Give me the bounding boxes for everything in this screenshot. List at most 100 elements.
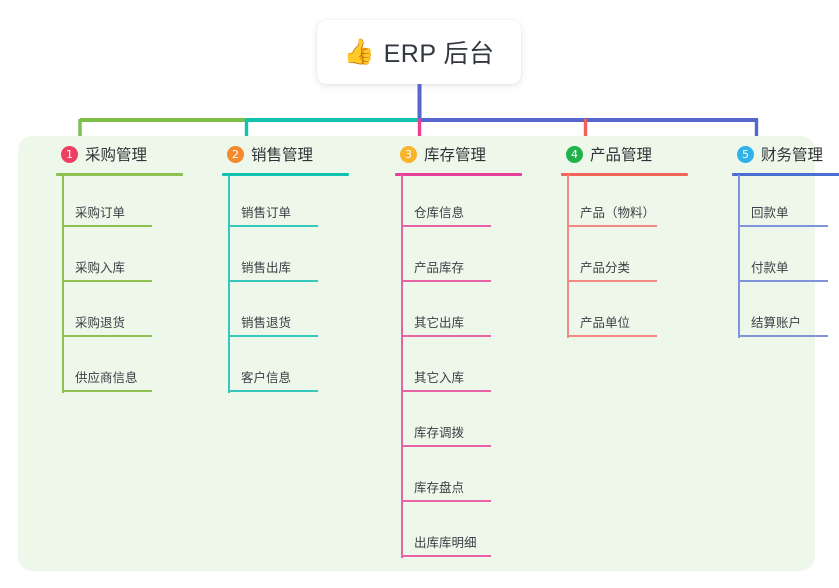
menu-item-underline xyxy=(567,335,657,337)
category-underline xyxy=(222,173,349,176)
category-underline xyxy=(56,173,183,176)
menu-item-label: 采购入库 xyxy=(75,261,126,275)
menu-item-underline xyxy=(401,280,491,282)
menu-item-label: 仓库信息 xyxy=(414,206,465,220)
category-underline xyxy=(395,173,522,176)
category-column-3: 3 库存管理仓库信息产品库存其它出库其它入库库存调拨库存盘点出库库明细 xyxy=(379,136,539,560)
menu-item[interactable]: 出库库明细 xyxy=(379,505,539,560)
menu-item-label: 销售退货 xyxy=(241,316,292,330)
menu-item-underline xyxy=(62,225,152,227)
category-underline xyxy=(732,173,839,176)
category-header-4[interactable]: 4 产品管理 xyxy=(545,136,705,176)
item-spine xyxy=(62,175,64,393)
category-item-list: 回款单付款单结算账户 xyxy=(716,175,839,340)
category-title: 财务管理 xyxy=(761,147,824,164)
menu-item[interactable]: 采购入库 xyxy=(40,230,200,285)
menu-item-underline xyxy=(228,390,318,392)
menu-item[interactable]: 采购退货 xyxy=(40,285,200,340)
category-title: 销售管理 xyxy=(251,147,314,164)
menu-item-underline xyxy=(62,390,152,392)
category-item-list: 销售订单销售出库销售退货客户信息 xyxy=(206,175,366,395)
menu-item-underline xyxy=(401,335,491,337)
menu-item-label: 库存调拨 xyxy=(414,426,465,440)
item-spine xyxy=(738,175,740,338)
category-header-2[interactable]: 2 销售管理 xyxy=(206,136,366,176)
menu-item-underline xyxy=(228,225,318,227)
menu-item-underline xyxy=(401,555,491,557)
menu-item-label: 采购订单 xyxy=(75,206,126,220)
category-header-3[interactable]: 3 库存管理 xyxy=(379,136,539,176)
menu-item-underline xyxy=(401,225,491,227)
menu-item-underline xyxy=(738,225,828,227)
item-spine xyxy=(567,175,569,338)
menu-item[interactable]: 销售订单 xyxy=(206,175,366,230)
menu-item[interactable]: 客户信息 xyxy=(206,340,366,395)
category-item-list: 仓库信息产品库存其它出库其它入库库存调拨库存盘点出库库明细 xyxy=(379,175,539,560)
category-title: 产品管理 xyxy=(590,147,653,164)
category-title: 库存管理 xyxy=(424,147,487,164)
category-item-list: 产品（物料） 产品分类产品单位 xyxy=(545,175,705,340)
menu-item-underline xyxy=(228,335,318,337)
item-spine xyxy=(228,175,230,393)
item-spine xyxy=(401,175,403,558)
menu-item-label: 产品分类 xyxy=(580,261,631,275)
menu-item-label: 销售出库 xyxy=(241,261,292,275)
category-column-5: 5 财务管理回款单付款单结算账户 xyxy=(716,136,839,340)
menu-item[interactable]: 库存盘点 xyxy=(379,450,539,505)
menu-item-underline xyxy=(738,280,828,282)
menu-item-underline xyxy=(62,280,152,282)
menu-item-underline xyxy=(567,280,657,282)
menu-item[interactable]: 产品（物料） xyxy=(545,175,705,230)
menu-item[interactable]: 回款单 xyxy=(716,175,839,230)
menu-item-underline xyxy=(401,500,491,502)
menu-item[interactable]: 产品库存 xyxy=(379,230,539,285)
category-column-2: 2 销售管理销售订单销售出库销售退货客户信息 xyxy=(206,136,366,395)
menu-item-label: 其它入库 xyxy=(414,371,465,385)
menu-item-label: 产品单位 xyxy=(580,316,631,330)
menu-item[interactable]: 库存调拨 xyxy=(379,395,539,450)
menu-item-label: 回款单 xyxy=(751,206,789,220)
menu-item-label: 客户信息 xyxy=(241,371,292,385)
menu-item[interactable]: 销售出库 xyxy=(206,230,366,285)
menu-item-underline xyxy=(567,225,657,227)
menu-item-label: 采购退货 xyxy=(75,316,126,330)
category-number-badge: 4 xyxy=(566,145,583,163)
root-node[interactable]: 👍 ERP 后台 xyxy=(317,20,521,84)
category-underline xyxy=(561,173,688,176)
menu-item-underline xyxy=(401,390,491,392)
menu-item-label: 库存盘点 xyxy=(414,481,465,495)
category-number-badge: 5 xyxy=(737,145,754,163)
category-number-badge: 1 xyxy=(61,145,78,163)
category-number-badge: 3 xyxy=(400,145,417,163)
menu-item-underline xyxy=(62,335,152,337)
menu-item[interactable]: 付款单 xyxy=(716,230,839,285)
menu-item[interactable]: 其它入库 xyxy=(379,340,539,395)
menu-item-label: 产品（物料） xyxy=(580,206,656,220)
menu-item-underline xyxy=(738,335,828,337)
menu-item-underline xyxy=(401,445,491,447)
menu-item-label: 出库库明细 xyxy=(414,536,477,550)
category-column-4: 4 产品管理产品（物料） 产品分类产品单位 xyxy=(545,136,705,340)
menu-item-underline xyxy=(228,280,318,282)
menu-item-label: 销售订单 xyxy=(241,206,292,220)
menu-item[interactable]: 采购订单 xyxy=(40,175,200,230)
menu-item[interactable]: 产品单位 xyxy=(545,285,705,340)
menu-item-label: 产品库存 xyxy=(414,261,465,275)
menu-item-label: 供应商信息 xyxy=(75,371,138,385)
menu-item[interactable]: 销售退货 xyxy=(206,285,366,340)
thumbs-up-icon: 👍 xyxy=(343,37,375,66)
menu-item[interactable]: 仓库信息 xyxy=(379,175,539,230)
menu-item[interactable]: 供应商信息 xyxy=(40,340,200,395)
menu-item[interactable]: 其它出库 xyxy=(379,285,539,340)
menu-item[interactable]: 结算账户 xyxy=(716,285,839,340)
category-header-5[interactable]: 5 财务管理 xyxy=(716,136,839,176)
menu-item[interactable]: 产品分类 xyxy=(545,230,705,285)
root-title: ERP 后台 xyxy=(383,40,495,68)
category-number-badge: 2 xyxy=(227,145,244,163)
category-item-list: 采购订单采购入库采购退货供应商信息 xyxy=(40,175,200,395)
menu-item-label: 其它出库 xyxy=(414,316,465,330)
menu-item-label: 结算账户 xyxy=(751,316,802,330)
